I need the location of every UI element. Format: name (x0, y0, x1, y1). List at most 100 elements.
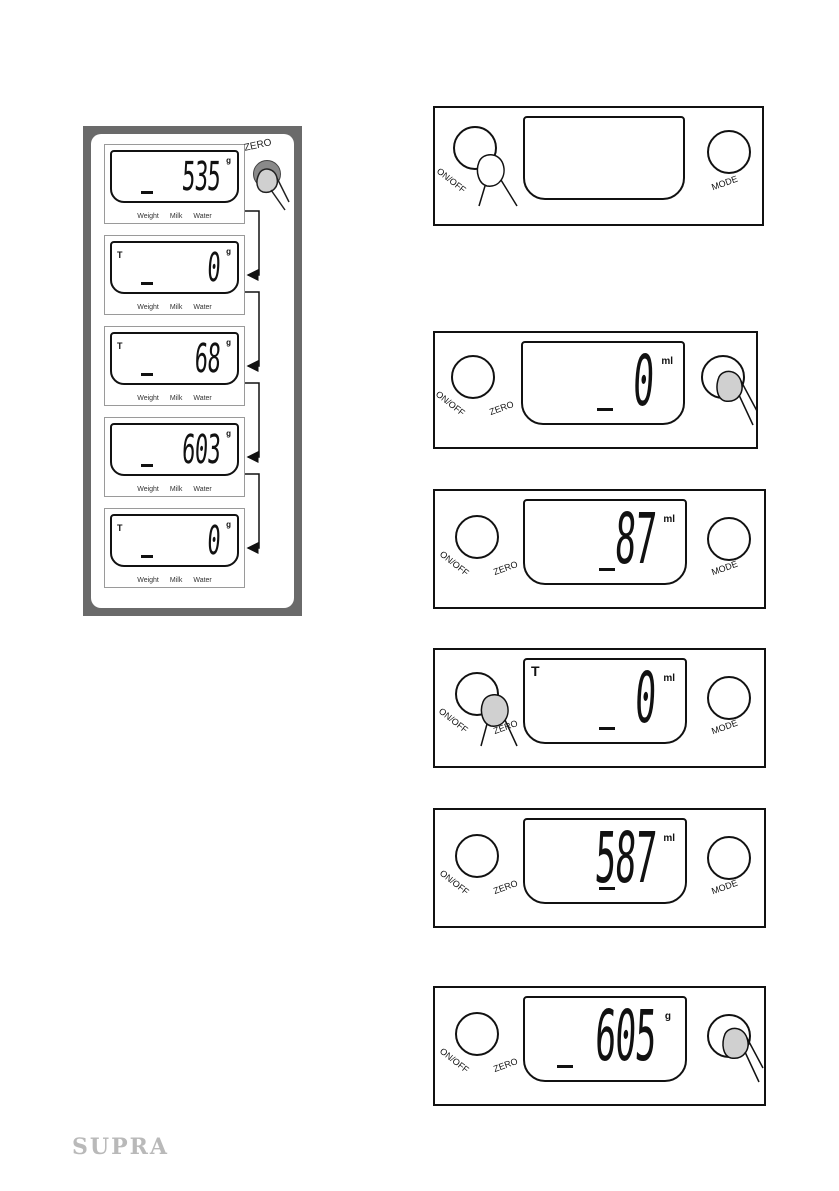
lcd-screen: T 0 ml (523, 657, 687, 744)
mini-display-5: T 0 g Weight Milk Water (104, 508, 245, 588)
mini-lcd-screen: T 68 g (110, 332, 239, 385)
finger-press-icon (476, 154, 518, 207)
onoff-zero-button[interactable] (455, 834, 499, 878)
zero-label: ZERO (492, 1056, 519, 1074)
arrow-4-5 (245, 473, 260, 554)
minus-segment (599, 887, 615, 890)
onoff-zero-button[interactable] (455, 515, 499, 559)
display-value: 0 (632, 657, 658, 739)
display-value: 605 (592, 995, 658, 1077)
zero-label: ZERO (492, 878, 519, 896)
mode-label: MODE (710, 877, 739, 897)
mode-labels: Weight Milk Water (105, 213, 244, 220)
minus-segment (599, 727, 615, 730)
arrow-2-3 (245, 291, 260, 372)
mini-lcd-screen: 603 g (110, 423, 239, 476)
mode-labels: Weight Milk Water (105, 486, 244, 493)
tare-indicator: T (531, 663, 540, 679)
display-value: 87 (612, 498, 658, 580)
display-unit: g (664, 1011, 671, 1022)
label-water: Water (193, 395, 212, 402)
label-milk: Milk (169, 395, 183, 402)
lcd-screen: 587 ml (523, 817, 687, 904)
minus-segment (599, 568, 615, 571)
scale-panel-2: ON/OFF ZERO 0 ml (433, 331, 758, 449)
label-milk: Milk (169, 577, 183, 584)
mode-label: MODE (710, 558, 739, 578)
minus-segment (141, 191, 153, 194)
lcd-screen: 0 ml (521, 340, 685, 425)
lcd-screen: 605 g (523, 995, 687, 1082)
label-weight: Weight (137, 577, 159, 584)
label-weight: Weight (137, 304, 159, 311)
display-unit: g (226, 338, 231, 347)
display-unit: ml (661, 356, 673, 367)
display-unit: ml (663, 673, 675, 684)
mini-display-3: T 68 g Weight Milk Water (104, 326, 245, 406)
mini-lcd-screen: 535 g (110, 150, 239, 203)
display-value: 587 (592, 817, 658, 899)
scale-panel-1: ON/OFF MODE (433, 106, 764, 226)
label-milk: Milk (169, 213, 183, 220)
mode-labels: Weight Milk Water (105, 395, 244, 402)
mode-button[interactable] (707, 130, 751, 174)
label-water: Water (193, 577, 212, 584)
mini-lcd-screen: T 0 g (110, 514, 239, 567)
scale-panel-3: ON/OFF ZERO 87 ml MODE (433, 489, 766, 609)
sequence-arrows (245, 210, 260, 554)
label-weight: Weight (137, 395, 159, 402)
display-unit: ml (663, 514, 675, 525)
minus-segment (597, 408, 613, 411)
minus-segment (141, 282, 153, 285)
mini-display-1: 535 g Weight Milk Water (104, 144, 245, 224)
onoff-label: ON/OFF (434, 166, 468, 195)
mode-button[interactable] (707, 836, 751, 880)
lcd-screen (523, 116, 685, 200)
label-water: Water (193, 304, 212, 311)
mode-labels: Weight Milk Water (105, 577, 244, 584)
label-weight: Weight (137, 486, 159, 493)
label-milk: Milk (169, 486, 183, 493)
minus-segment (141, 464, 153, 467)
arrow-3-4 (245, 382, 260, 463)
tare-indicator: T (117, 250, 123, 260)
tare-indicator: T (117, 341, 123, 351)
brand-logo: SUPRA (72, 1134, 169, 1160)
minus-segment (557, 1065, 573, 1068)
mode-label: MODE (710, 717, 739, 737)
display-unit: ml (663, 833, 675, 844)
sequence-panel-inner: 535 g Weight Milk Water T 0 g Weight Mil… (91, 134, 294, 608)
scale-panel-4: ON/OFF ZERO T 0 ml MODE (433, 648, 766, 768)
zero-label: ZERO (488, 399, 515, 417)
mode-button[interactable] (707, 517, 751, 561)
onoff-zero-button[interactable] (455, 1012, 499, 1056)
finger-press-icon (716, 370, 758, 426)
mode-labels: Weight Milk Water (105, 304, 244, 311)
scale-panel-5: ON/OFF ZERO 587 ml MODE (433, 808, 766, 928)
onoff-zero-button[interactable] (451, 355, 495, 399)
display-unit: g (226, 429, 231, 438)
lcd-screen: 87 ml (523, 498, 687, 585)
display-unit: g (226, 520, 231, 529)
arrow-1-2 (245, 210, 260, 281)
finger-press-icon (256, 168, 290, 211)
minus-segment (141, 373, 153, 376)
display-unit: g (226, 247, 231, 256)
label-water: Water (193, 486, 212, 493)
zero-label: ZERO (492, 559, 519, 577)
display-unit: g (226, 156, 231, 165)
label-water: Water (193, 213, 212, 220)
mode-label: MODE (710, 173, 739, 193)
mini-lcd-screen: T 0 g (110, 241, 239, 294)
onoff-zero-button[interactable] (455, 672, 499, 716)
finger-press-icon (722, 1027, 764, 1083)
display-value: 0 (630, 340, 656, 422)
minus-segment (141, 555, 153, 558)
mode-button[interactable] (707, 676, 751, 720)
mini-display-2: T 0 g Weight Milk Water (104, 235, 245, 315)
sequence-panel: 535 g Weight Milk Water T 0 g Weight Mil… (83, 126, 302, 616)
finger-press-icon (480, 694, 518, 747)
label-milk: Milk (169, 304, 183, 311)
scale-panel-6: ON/OFF ZERO 605 g (433, 986, 766, 1106)
label-weight: Weight (137, 213, 159, 220)
